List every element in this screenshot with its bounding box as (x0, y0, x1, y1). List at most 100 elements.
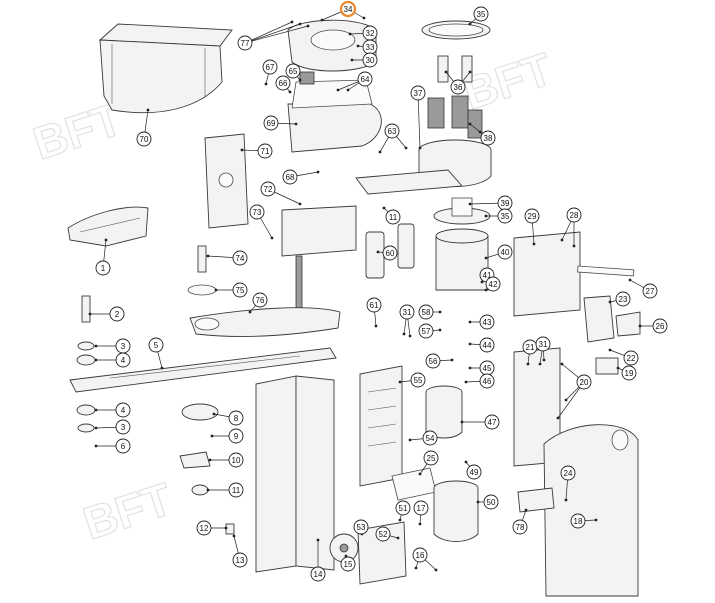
callout-circle-c36 (450, 79, 466, 95)
leader-dot-c23-0 (608, 300, 612, 304)
leader-dot-c73-0 (270, 236, 274, 240)
callout-c29: 29 (524, 208, 540, 224)
callout-label-c22: 22 (627, 354, 636, 363)
part-control-board (359, 365, 403, 487)
callout-circle-c72 (260, 181, 276, 197)
callout-c43: 43 (479, 314, 495, 330)
leader-dot-c35b-0 (484, 214, 488, 218)
leader-dot-c27-0 (628, 278, 632, 282)
callout-circle-c51 (395, 500, 411, 516)
callout-circle-c9 (228, 428, 244, 444)
callout-c54: 54 (422, 430, 438, 446)
callout-c55: 55 (410, 372, 426, 388)
leader-dot-c71-0 (240, 148, 244, 152)
callout-c4b: 4 (115, 402, 131, 418)
callout-c21: 21 (522, 339, 538, 355)
leader-dot-c16-1 (434, 568, 438, 572)
leader-dot-c14-0 (316, 538, 320, 542)
leader-dot-c50-0 (476, 500, 480, 504)
callout-label-c50: 50 (487, 498, 496, 507)
callout-label-c11b: 11 (232, 486, 241, 495)
leader-dot-c25-0 (418, 472, 422, 476)
callout-circle-c75 (232, 282, 248, 298)
leader-dot-c37-0 (418, 146, 422, 150)
part-column-cover (543, 424, 639, 597)
callout-label-c6: 6 (121, 442, 126, 451)
callout-circle-c46 (479, 373, 495, 389)
callout-circle-c66 (275, 75, 291, 91)
callout-label-c53: 53 (357, 523, 366, 532)
callout-label-c49: 49 (470, 468, 479, 477)
callout-label-c76: 76 (256, 296, 265, 305)
part-arm (189, 307, 341, 337)
callout-label-c16: 16 (416, 551, 425, 560)
callout-circle-c24 (560, 465, 576, 481)
part-lower-bracket (357, 521, 407, 585)
callout-label-c12: 12 (200, 524, 209, 533)
callout-circle-c58 (418, 304, 434, 320)
leader-dot-c77-1 (298, 22, 302, 26)
callout-circle-c69 (263, 115, 279, 131)
callout-circle-c55 (410, 372, 426, 388)
leader-dot-c34-0 (320, 18, 324, 22)
callout-label-c61: 61 (370, 301, 379, 310)
callout-label-c71: 71 (261, 147, 270, 156)
leader-dot-c69-0 (294, 122, 298, 126)
callout-c38: 38 (480, 130, 496, 146)
part-motor (433, 480, 479, 542)
callout-c69: 69 (263, 115, 279, 131)
leader-dot-c4a-0 (94, 358, 98, 362)
callout-circle-c40 (497, 244, 513, 260)
callout-c50: 50 (483, 494, 499, 510)
leader-dot-c64-1 (336, 88, 340, 92)
callout-label-c35a: 35 (477, 10, 486, 19)
callout-circle-c30 (362, 52, 378, 68)
callout-c30: 30 (362, 52, 378, 68)
callout-c72: 72 (260, 181, 276, 197)
leader-dot-c49-0 (464, 460, 468, 464)
callout-circle-c38 (480, 130, 496, 146)
callout-label-c56: 56 (429, 357, 438, 366)
leader-dot-c36-1 (468, 70, 472, 74)
callout-circle-c34 (339, 0, 357, 18)
callout-circle-c4b (115, 402, 131, 418)
leader-dot-c10-0 (208, 458, 212, 462)
callout-c64: 64 (357, 71, 373, 87)
callout-c37: 37 (410, 85, 426, 101)
callout-label-c41: 41 (483, 271, 492, 280)
callout-circle-c61 (366, 297, 382, 313)
leader-dot-c51-0 (398, 518, 402, 522)
callout-c24: 24 (560, 465, 576, 481)
part-ring-top (421, 20, 491, 40)
callout-label-c31b: 31 (539, 340, 548, 349)
callout-circle-c16 (412, 547, 428, 563)
callout-c57: 57 (418, 323, 434, 339)
callout-circle-c35b (497, 208, 513, 224)
watermark-text-3: BFT (77, 472, 178, 549)
leader-dot-c19-0 (616, 366, 620, 370)
callout-circle-c3b (115, 419, 131, 435)
callout-label-c40: 40 (501, 248, 510, 257)
part-hardware (76, 245, 619, 535)
leader-dot-c58-0 (438, 310, 442, 314)
leader-dot-c64-0 (346, 88, 350, 92)
part-motor-stack (433, 197, 491, 291)
leader-dot-c21-0 (526, 362, 530, 366)
callout-c5: 5 (148, 337, 164, 353)
callout-circle-c25 (423, 450, 439, 466)
callout-label-c35b: 35 (501, 212, 510, 221)
callout-circle-c76 (252, 292, 268, 308)
callout-label-c17: 17 (417, 504, 426, 513)
callout-circle-c12 (196, 520, 212, 536)
callout-circle-c67 (262, 59, 278, 75)
callout-label-c60: 60 (386, 249, 395, 258)
callout-circle-c35a (473, 6, 489, 22)
callout-label-c14: 14 (314, 570, 323, 579)
callout-label-c20: 20 (580, 378, 589, 387)
callout-c22: 22 (623, 350, 639, 366)
part-cam (583, 295, 641, 343)
leader-dot-c4b-0 (94, 408, 98, 412)
parts (67, 19, 641, 597)
leader-dot-c45-0 (468, 366, 472, 370)
